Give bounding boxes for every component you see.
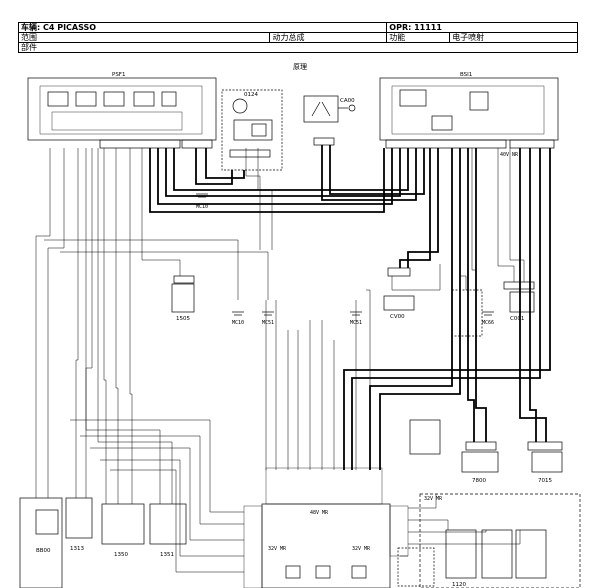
mc10-ground-a: MC10 [196,204,208,210]
bsi-40v-label: 40V NR [500,152,519,158]
n1351-label: 1351 [160,552,174,558]
n1351-box [149,503,187,545]
n1505-label: 1505 [176,316,190,322]
vehicle-value: : C4 PICASSO [37,23,97,32]
ecu-32v-label: 32V MR [268,546,287,552]
ecu-48v-label: 48V MR [310,510,329,516]
bsi1-box [379,77,559,149]
n1313-label: 1313 [70,546,84,552]
c001-connector [503,281,535,290]
ca00-label: CA00 [340,98,355,104]
n1505-box [171,283,195,313]
n80-box [409,419,441,455]
ca00-switch [303,95,356,146]
mc51-ground-b: MC51 [350,320,362,326]
right-32v-label: 32V MR [424,496,443,502]
vehicle-label: 车辆 [21,23,37,32]
n1120-label: 1120 [452,582,466,588]
cv00-connector [387,267,411,277]
header-table: 车辆: C4 PICASSO OPR: 11111 范围 动力总成 功能 电子喷… [17,22,578,53]
c0124-box [221,89,283,171]
psf1-box [27,77,217,149]
ecu-box [243,467,409,588]
psf1-label: PSF1 [112,72,125,78]
ecu-32v-b-label: 32V MR [352,546,371,552]
mc10-ground-b: MC10 [232,320,244,326]
n7015-box [531,451,563,473]
n1350-label: 1350 [114,552,128,558]
mc51-ground-a: MC51 [262,320,274,326]
n1120-box [445,529,477,579]
dashed-module [451,289,483,337]
n1350-box [101,503,145,545]
c001-label: C001 [510,316,524,322]
cv00-box [383,295,415,311]
bb00-label: BB00 [36,548,51,554]
cv00-label: CV00 [390,314,405,320]
n1313-box [65,497,93,539]
diagram-title: 原理 [293,63,307,71]
thick-wires [149,145,551,470]
c001-box [509,291,535,313]
ground-symbols [196,193,494,316]
n7800-label: 7800 [472,478,486,484]
bb00-box [19,497,63,588]
opr-value: : 11111 [408,23,442,32]
opr-label: OPR [389,23,409,32]
c0124-label: 0124 [244,92,258,98]
part-label: 部件 [18,42,578,53]
bsi1-label: BSI1 [460,72,472,78]
n7015-label: 7015 [538,478,552,484]
mc66-ground: MC66 [482,320,494,326]
n7800-box [461,451,499,473]
